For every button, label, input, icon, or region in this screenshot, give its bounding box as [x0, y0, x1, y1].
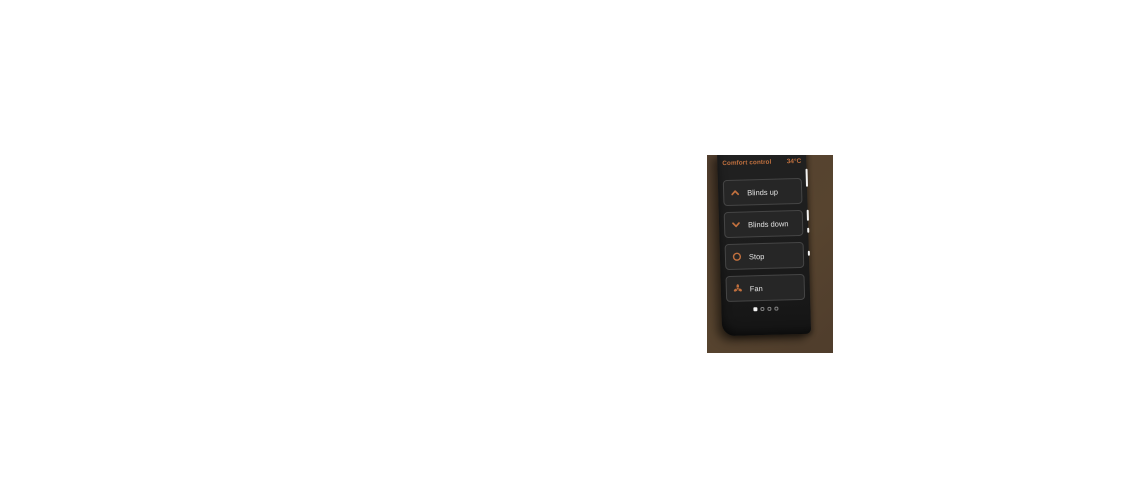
stop-circle-icon [732, 252, 742, 262]
page-indicator[interactable] [721, 306, 810, 312]
edge-reflection [806, 209, 809, 221]
stop-button[interactable]: Stop [724, 241, 805, 271]
panel-header: Comfort control 34°C [722, 158, 801, 167]
button-label: Blinds up [747, 187, 779, 197]
chevron-up-icon [730, 188, 740, 198]
page-dot[interactable] [774, 306, 779, 311]
blinds-up-button[interactable]: Blinds up [722, 177, 803, 207]
page-dot-active[interactable] [753, 307, 758, 311]
edge-reflection [807, 250, 810, 256]
wall-photo: Comfort control 34°C Blinds up Blinds do… [707, 155, 833, 353]
button-label: Stop [748, 251, 765, 261]
chevron-down-icon [731, 220, 741, 230]
page-dot[interactable] [760, 306, 765, 311]
panel-title: Comfort control [722, 158, 772, 168]
blinds-down-button[interactable]: Blinds down [723, 209, 804, 239]
page-dot[interactable] [767, 306, 772, 311]
temperature-reading: 34°C [786, 157, 802, 166]
comfort-control-panel: Comfort control 34°C Blinds up Blinds do… [717, 155, 812, 337]
button-label: Blinds down [747, 218, 789, 229]
edge-reflection [807, 227, 810, 233]
panel-screen: Comfort control 34°C Blinds up Blinds do… [717, 155, 811, 336]
edge-reflection [805, 168, 809, 187]
button-label: Fan [749, 283, 763, 293]
fan-button[interactable]: Fan [725, 273, 806, 303]
fan-icon [733, 284, 743, 294]
